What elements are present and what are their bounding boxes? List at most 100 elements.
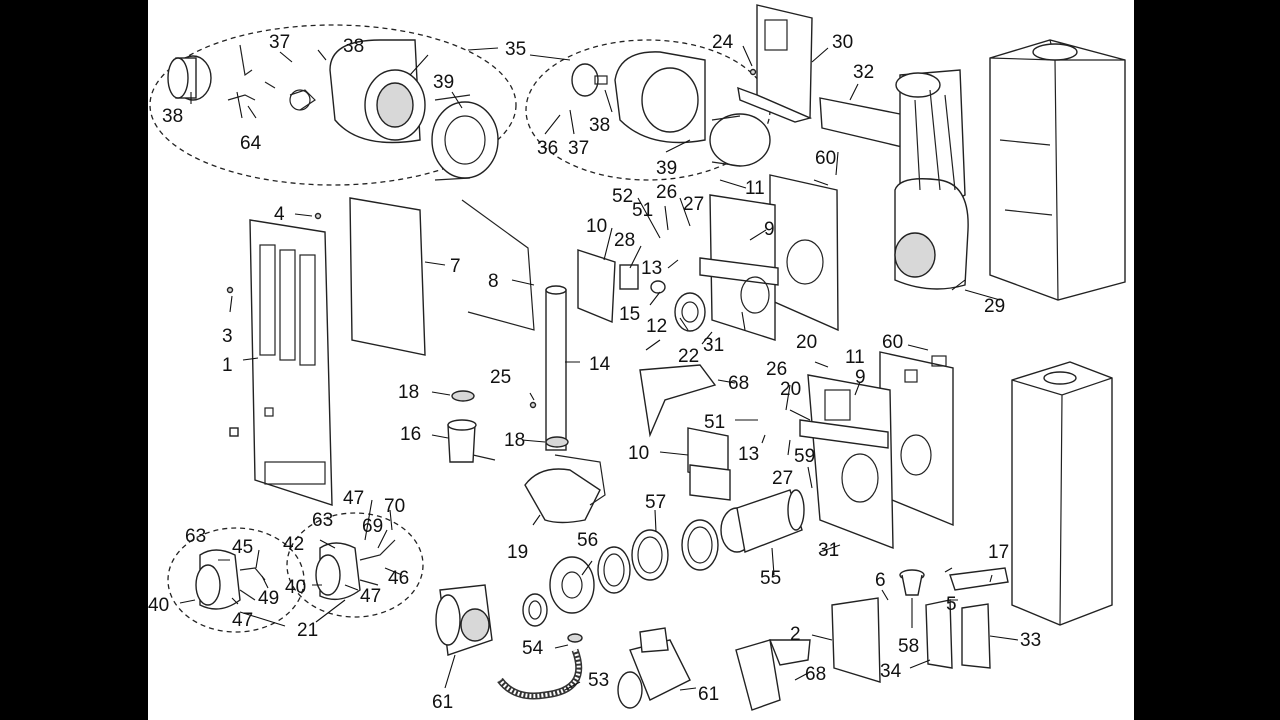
label-31: 31	[703, 335, 724, 356]
label-9: 9	[764, 219, 775, 240]
blower-deck-lower	[799, 374, 894, 550]
label-15: 15	[619, 304, 640, 325]
heat-exchanger	[894, 69, 969, 290]
label-37-alt: 37	[568, 138, 589, 159]
label-27-lower: 27	[772, 468, 793, 489]
grommet-small	[567, 633, 583, 643]
label-30: 30	[832, 32, 853, 53]
label-54: 54	[522, 638, 544, 659]
burner-box	[720, 489, 805, 553]
blower-wheel	[431, 94, 499, 181]
label-69: 69	[362, 516, 383, 537]
label-26-lower: 26	[766, 359, 787, 380]
blower-deck-upper	[699, 194, 779, 341]
label-27: 27	[683, 194, 704, 215]
control-box-cover	[737, 4, 813, 123]
blower-assembly-group-outline	[149, 24, 517, 186]
label-34: 34	[880, 661, 902, 682]
label-39: 39	[433, 72, 454, 93]
drain-trap	[447, 419, 496, 463]
label-53: 53	[588, 670, 609, 691]
cabinet-lower	[1011, 361, 1113, 626]
label-49: 49	[258, 588, 279, 609]
label-11-lower: 11	[845, 347, 865, 368]
label-64: 64	[240, 133, 262, 154]
control-mount-lower	[689, 464, 731, 501]
label-56: 56	[577, 530, 598, 551]
blower-housing-alt	[614, 51, 706, 144]
gas-valve-right	[315, 539, 396, 601]
label-36: 37	[269, 32, 290, 53]
label-57: 57	[645, 492, 666, 513]
bottom-panel	[831, 597, 881, 683]
label-40: 40	[148, 595, 169, 616]
label-10: 10	[586, 216, 607, 237]
label-63: 63	[185, 526, 206, 547]
exploded-parts-diagram: 37 38 35 38 39 64 36 37 38 39 24 30 32 6…	[148, 4, 1126, 713]
motor	[167, 55, 212, 101]
gas-valve-alt-group-outline	[286, 512, 424, 618]
front-door-panel	[249, 219, 333, 506]
label-36-alt: 36	[537, 138, 558, 159]
label-63-alt: 63	[312, 510, 333, 531]
gas-valve-right-unit	[617, 627, 691, 709]
label-18-lower: 18	[504, 430, 525, 451]
label-13-lower: 13	[738, 444, 759, 465]
label-51-lower: 51	[704, 412, 725, 433]
cabinet-upflow	[989, 39, 1126, 301]
label-5: 5	[946, 594, 957, 615]
label-13: 13	[641, 258, 662, 279]
label-40-alt: 40	[285, 577, 306, 598]
label-20-lower: 20	[780, 379, 801, 400]
label-24: 24	[712, 32, 734, 53]
screws	[226, 68, 757, 409]
label-4: 4	[274, 204, 285, 225]
label-plate	[619, 264, 639, 290]
label-61: 61	[432, 692, 453, 713]
label-38: 38	[162, 106, 183, 127]
label-9-lower: 9	[855, 367, 866, 388]
label-70: 70	[384, 496, 405, 517]
label-51: 51	[632, 200, 653, 221]
label-22: 22	[678, 346, 699, 367]
label-2: 2	[790, 624, 801, 645]
gas-valve-group-outline	[167, 527, 305, 633]
partition-panel-upper	[769, 174, 839, 332]
label-38-alt: 38	[589, 115, 610, 136]
label-58: 58	[898, 636, 919, 657]
label-47: 47	[232, 610, 253, 631]
support-bracket	[639, 364, 717, 438]
door-panel-small	[577, 249, 616, 324]
label-17: 17	[988, 542, 1009, 563]
leader-lines	[179, 45, 1019, 691]
flex-hose	[497, 648, 583, 700]
label-45: 45	[232, 537, 253, 558]
label-6: 6	[875, 570, 886, 591]
small-bracket-lower	[949, 567, 1009, 591]
label-31-lower: 31	[818, 540, 839, 561]
label-11: 11	[745, 178, 765, 199]
label-19: 19	[507, 542, 528, 563]
gas-valve-left-unit	[435, 584, 493, 656]
label-61-right: 61	[698, 684, 719, 705]
label-60-lower: 60	[882, 332, 903, 353]
label-68: 68	[728, 373, 749, 394]
label-18: 18	[398, 382, 419, 403]
gas-valve-left	[195, 549, 266, 610]
label-28: 28	[614, 230, 635, 251]
flame-sensor-cup	[899, 569, 925, 596]
flue-collar	[674, 292, 706, 332]
label-59: 59	[794, 446, 815, 467]
label-8: 8	[488, 271, 499, 292]
label-10-lower: 10	[628, 443, 649, 464]
access-panel	[349, 197, 426, 356]
label-12: 12	[646, 316, 667, 337]
label-29: 29	[984, 296, 1005, 317]
label-39-alt: 39	[656, 158, 677, 179]
label-42: 42	[283, 534, 304, 555]
label-55: 55	[760, 568, 781, 589]
motor-mount-brackets	[227, 44, 316, 111]
parts-diagram-canvas: 37 38 35 38 39 64 36 37 38 39 24 30 32 6…	[148, 0, 1134, 720]
label-7: 7	[450, 256, 461, 277]
